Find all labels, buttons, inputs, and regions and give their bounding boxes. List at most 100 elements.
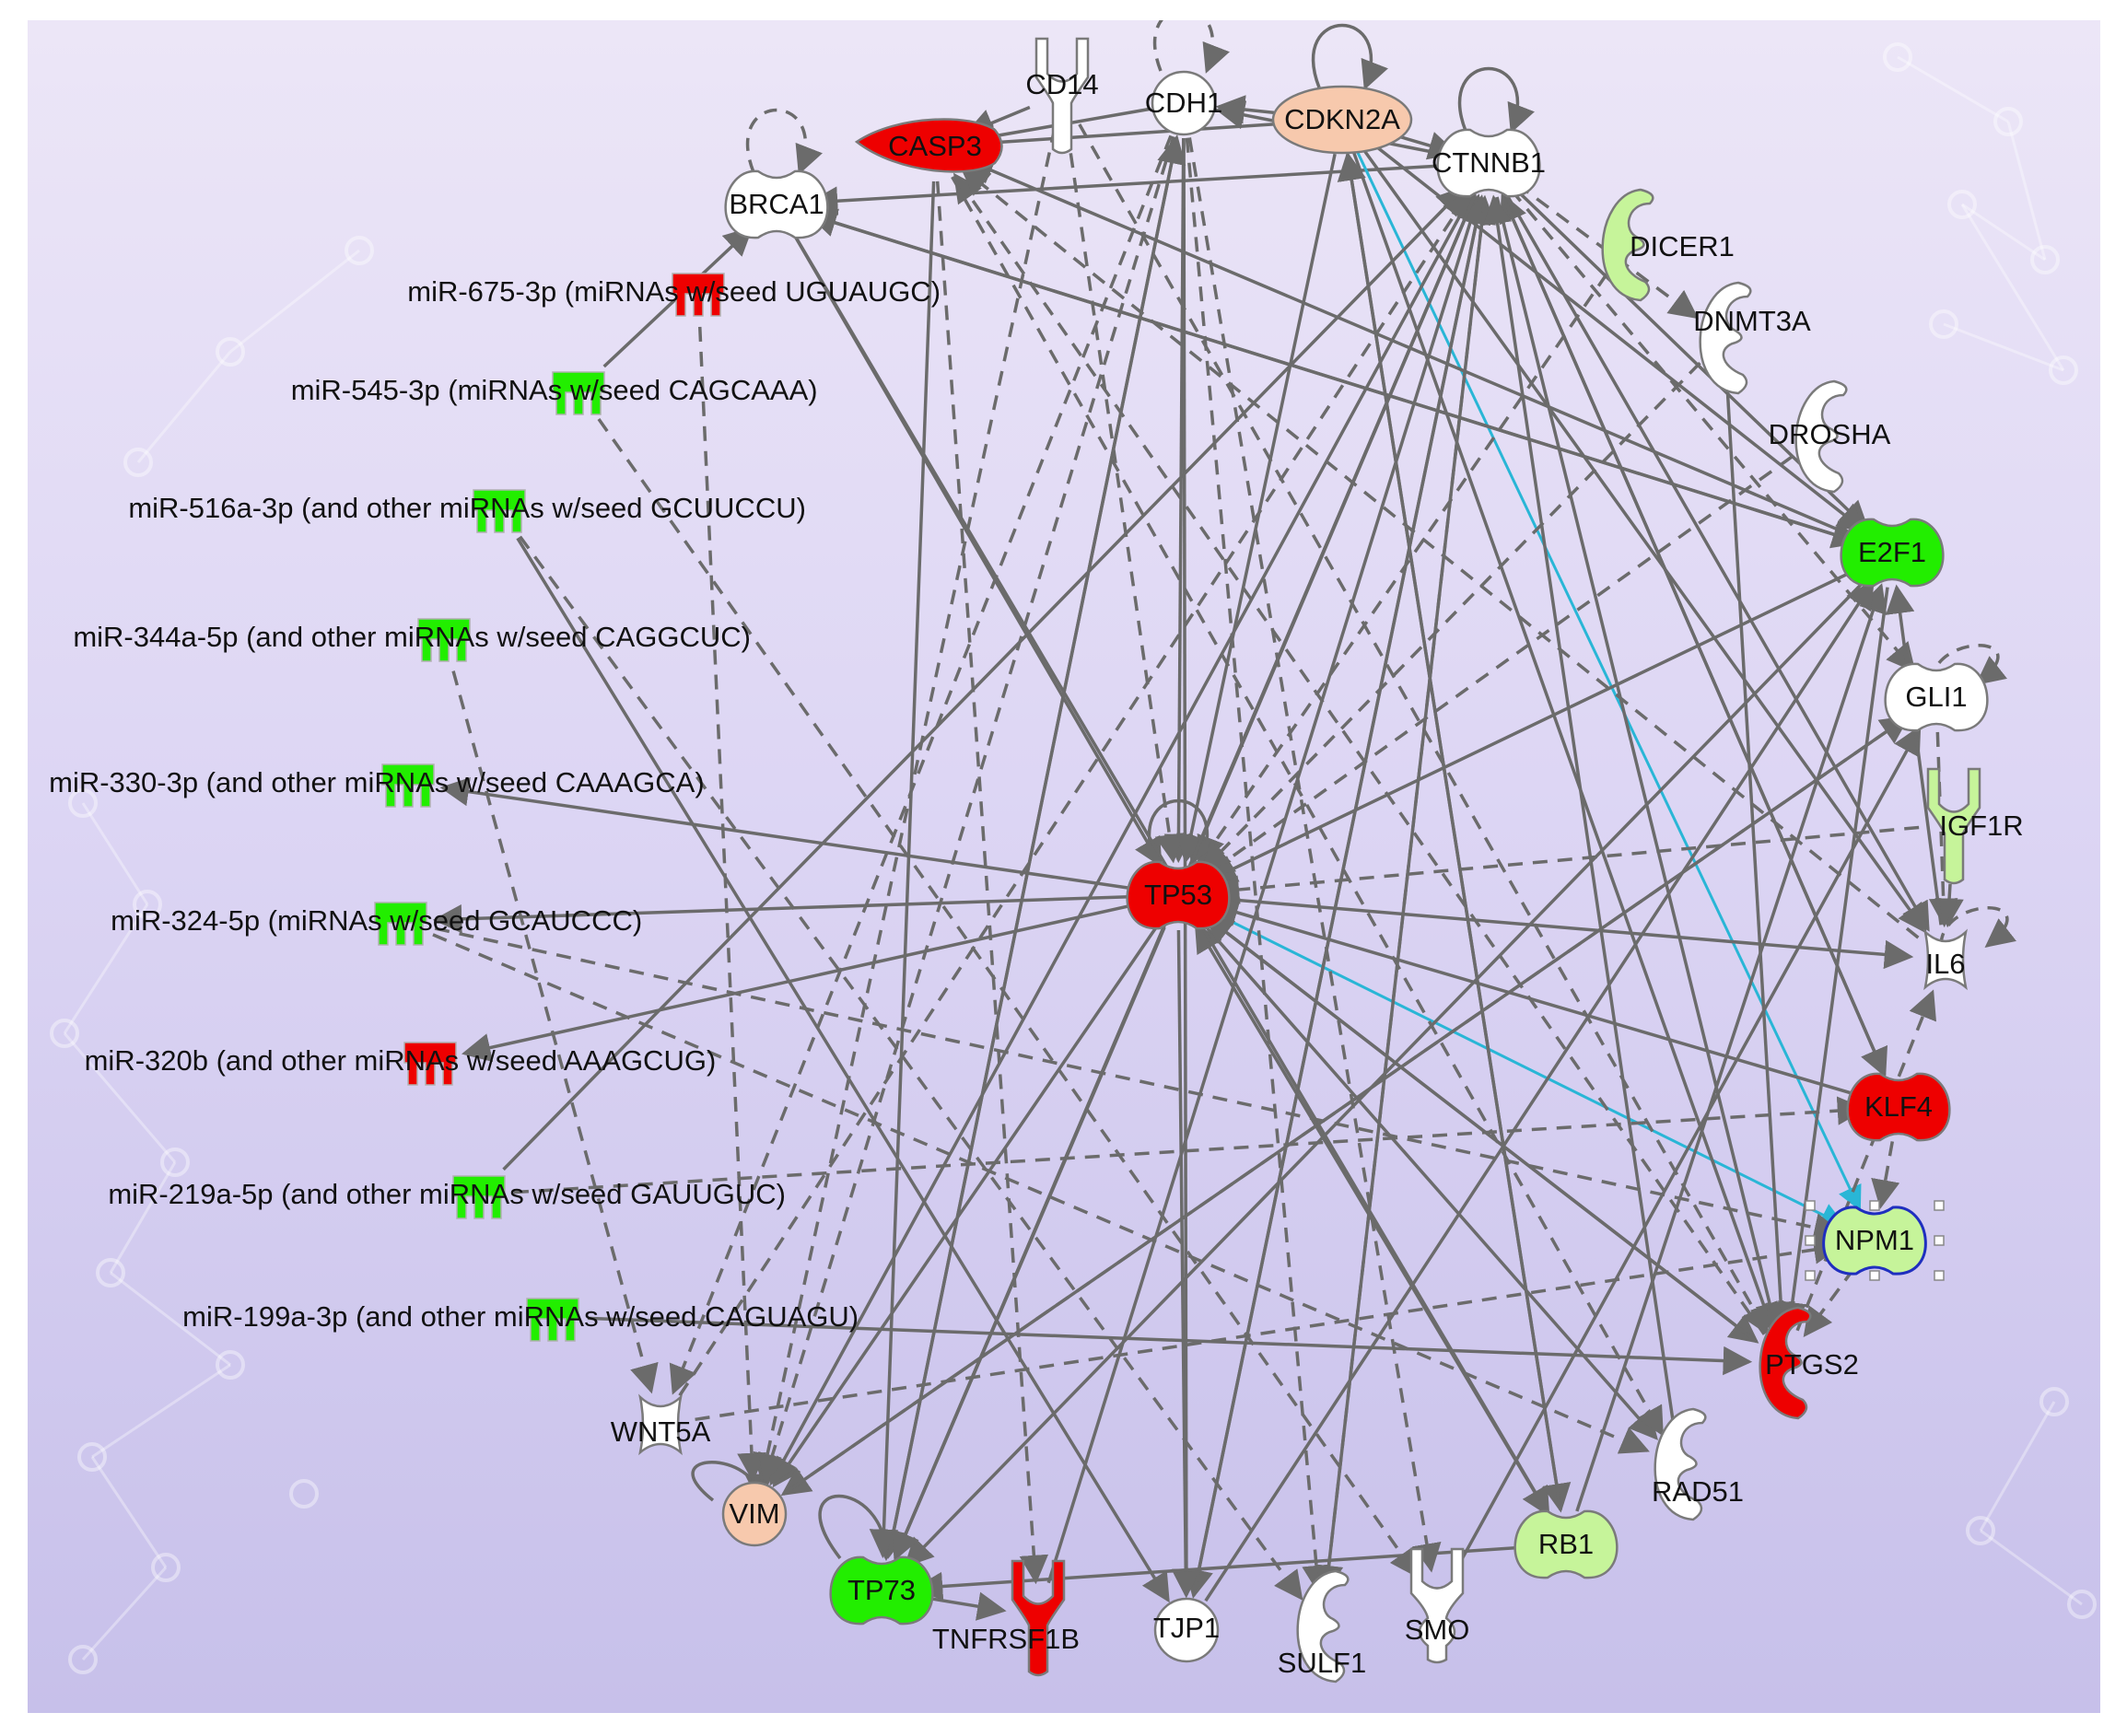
- node-wnt5a[interactable]: WNT5A: [611, 1393, 711, 1456]
- edge-vim-gli1[interactable]: [782, 715, 1911, 1496]
- node-cdkn2a[interactable]: CDKN2A: [1271, 85, 1413, 155]
- selection-handle[interactable]: [1934, 1270, 1945, 1281]
- node-shape-il6[interactable]: [1923, 928, 1968, 991]
- node-shape-npm1[interactable]: [1822, 1206, 1927, 1276]
- edge-ctnnb1-sulf1[interactable]: [1314, 197, 1487, 1595]
- edge-cd14-vim[interactable]: [753, 127, 1057, 1483]
- edge-tnfrsf1b-ctnnb1[interactable]: [1046, 193, 1485, 1584]
- edge-tp53-mir324[interactable]: [432, 894, 1144, 934]
- edge-ctnnb1-vim[interactable]: [769, 192, 1474, 1486]
- edge-rad51-ctnnb1[interactable]: [1483, 194, 1677, 1430]
- node-shape-igf1r[interactable]: [1926, 767, 1981, 885]
- node-shape-smo[interactable]: [1409, 1547, 1465, 1664]
- node-sulf1[interactable]: SULF1: [1278, 1569, 1366, 1684]
- node-cdh1[interactable]: CDH1: [1145, 70, 1222, 136]
- edge-e2f1-tp73[interactable]: [904, 577, 1869, 1568]
- node-shape-rb1[interactable]: [1513, 1509, 1619, 1579]
- self-loop-il6[interactable]: [1939, 906, 2017, 948]
- edge-mir324-rad51[interactable]: [432, 933, 1650, 1454]
- selection-handle[interactable]: [1934, 1200, 1945, 1211]
- node-mir545[interactable]: miR-545-3p (miRNAs w/seed CAGCAAA): [291, 371, 818, 415]
- node-shape-gli1[interactable]: [1884, 662, 1989, 732]
- edge-wnt5a-ctnnb1[interactable]: [678, 190, 1471, 1397]
- node-cd14[interactable]: CD14: [1025, 37, 1099, 155]
- edge-mir344-wnt5a[interactable]: [451, 670, 659, 1394]
- node-shape-cdh1[interactable]: [1151, 70, 1217, 136]
- edge-ctnnb1-klf4[interactable]: [1501, 194, 1888, 1078]
- node-gli1[interactable]: GLI1: [1884, 662, 1989, 732]
- node-shape-tnfrsf1b[interactable]: [1011, 1559, 1066, 1677]
- node-mir344[interactable]: miR-344a-5p (and other miRNAs w/seed CAG…: [73, 618, 751, 662]
- selection-handle[interactable]: [1869, 1200, 1880, 1211]
- node-shape-cdkn2a[interactable]: [1271, 85, 1413, 155]
- edge-mir324-npm1[interactable]: [434, 926, 1843, 1242]
- edge-casp3-tp73[interactable]: [869, 181, 936, 1559]
- edge-mir545-smo[interactable]: [597, 418, 1419, 1579]
- node-drosha[interactable]: DROSHA: [1769, 379, 1891, 494]
- edge-tp53-mir320[interactable]: [462, 901, 1145, 1063]
- edge-mir219-ctnnb1[interactable]: [502, 185, 1467, 1171]
- edge-drosha-tp53[interactable]: [1204, 455, 1794, 877]
- edge-ptgs2-casp3[interactable]: [952, 172, 1766, 1335]
- node-shape-wnt5a[interactable]: [638, 1393, 683, 1456]
- node-shape-mir344[interactable]: [417, 618, 471, 662]
- node-shape-vim[interactable]: [721, 1481, 788, 1547]
- node-klf4[interactable]: KLF4: [1846, 1072, 1951, 1142]
- node-shape-mir675[interactable]: [672, 273, 725, 317]
- node-shape-tjp1[interactable]: [1153, 1597, 1220, 1663]
- edge-cdkn2a-ptgs2[interactable]: [1352, 152, 1778, 1334]
- edge-gli1-il6[interactable]: [1928, 731, 1958, 928]
- selection-handle[interactable]: [1805, 1235, 1816, 1246]
- node-mir219[interactable]: miR-219a-5p (and other miRNAs w/seed GAU…: [108, 1175, 786, 1219]
- edge-cdh1-smo[interactable]: [1187, 137, 1442, 1573]
- selection-handle[interactable]: [1805, 1200, 1816, 1211]
- node-shape-mir545[interactable]: [552, 371, 605, 415]
- edge-tjp1-e2f1[interactable]: [1204, 579, 1875, 1602]
- node-shape-dicer1[interactable]: [1601, 188, 1654, 302]
- node-shape-casp3[interactable]: [854, 118, 1003, 173]
- edge-cdkn2a-tp53[interactable]: [1176, 153, 1337, 864]
- edge-npm1-ptgs2[interactable]: [1803, 1267, 1855, 1337]
- edge-klf4-tp53[interactable]: [1209, 898, 1866, 1099]
- self-loop-cdkn2a[interactable]: [1311, 23, 1388, 90]
- edge-tp53-il6[interactable]: [1212, 896, 1914, 970]
- node-smo[interactable]: SMO: [1405, 1547, 1470, 1664]
- node-brca1[interactable]: BRCA1: [724, 169, 829, 239]
- node-shape-mir516[interactable]: [473, 489, 526, 533]
- node-e2f1[interactable]: E2F1: [1840, 518, 1945, 588]
- node-shape-brca1[interactable]: [724, 169, 829, 239]
- node-shape-rad51[interactable]: [1654, 1407, 1707, 1521]
- node-mir675[interactable]: miR-675-3p (miRNAs w/seed UGUAUGC): [407, 273, 941, 317]
- edge-cd14-ptgs2[interactable]: [1078, 123, 1769, 1335]
- edge-ptgs2-tp53[interactable]: [1203, 915, 1758, 1344]
- node-shape-tp73[interactable]: [829, 1555, 934, 1625]
- node-vim[interactable]: VIM: [721, 1481, 788, 1547]
- edge-mir675-vim[interactable]: [697, 326, 766, 1483]
- node-shape-mir219[interactable]: [452, 1175, 506, 1219]
- node-mir199[interactable]: miR-199a-3p (and other miRNAs w/seed CAG…: [182, 1298, 859, 1342]
- node-ptgs2[interactable]: PTGS2: [1759, 1306, 1859, 1420]
- self-loop-gli1[interactable]: [1930, 644, 2008, 685]
- node-dnmt3a[interactable]: DNMT3A: [1693, 281, 1811, 395]
- node-tjp1[interactable]: TJP1: [1153, 1597, 1220, 1663]
- edge-cdkn2a-casp3[interactable]: [966, 120, 1308, 157]
- edge-rb1-cdkn2a[interactable]: [1337, 151, 1562, 1510]
- node-rad51[interactable]: RAD51: [1652, 1407, 1744, 1521]
- node-casp3[interactable]: CASP3: [854, 118, 1003, 173]
- node-igf1r[interactable]: IGF1R: [1926, 767, 2024, 885]
- node-shape-tp53[interactable]: [1126, 860, 1231, 930]
- edge-smo-gli1[interactable]: [1452, 725, 1922, 1575]
- node-shape-ctnnb1[interactable]: [1436, 128, 1541, 198]
- edge-tp73-cdh1[interactable]: [886, 134, 1186, 1557]
- self-loop-ctnnb1[interactable]: [1457, 66, 1535, 134]
- node-shape-mir199[interactable]: [526, 1298, 579, 1342]
- edge-igf1r-tp53[interactable]: [1210, 825, 1920, 904]
- node-rb1[interactable]: RB1: [1513, 1509, 1619, 1579]
- edge-e2f1-brca1[interactable]: [807, 208, 1860, 544]
- node-dicer1[interactable]: DICER1: [1601, 188, 1735, 302]
- node-shape-cd14[interactable]: [1034, 37, 1090, 155]
- node-shape-klf4[interactable]: [1846, 1072, 1951, 1142]
- edge-mir219-klf4[interactable]: [513, 1096, 1867, 1194]
- selection-handle[interactable]: [1934, 1235, 1945, 1246]
- node-mir324[interactable]: miR-324-5p (miRNAs w/seed GCAUCCC): [111, 902, 642, 946]
